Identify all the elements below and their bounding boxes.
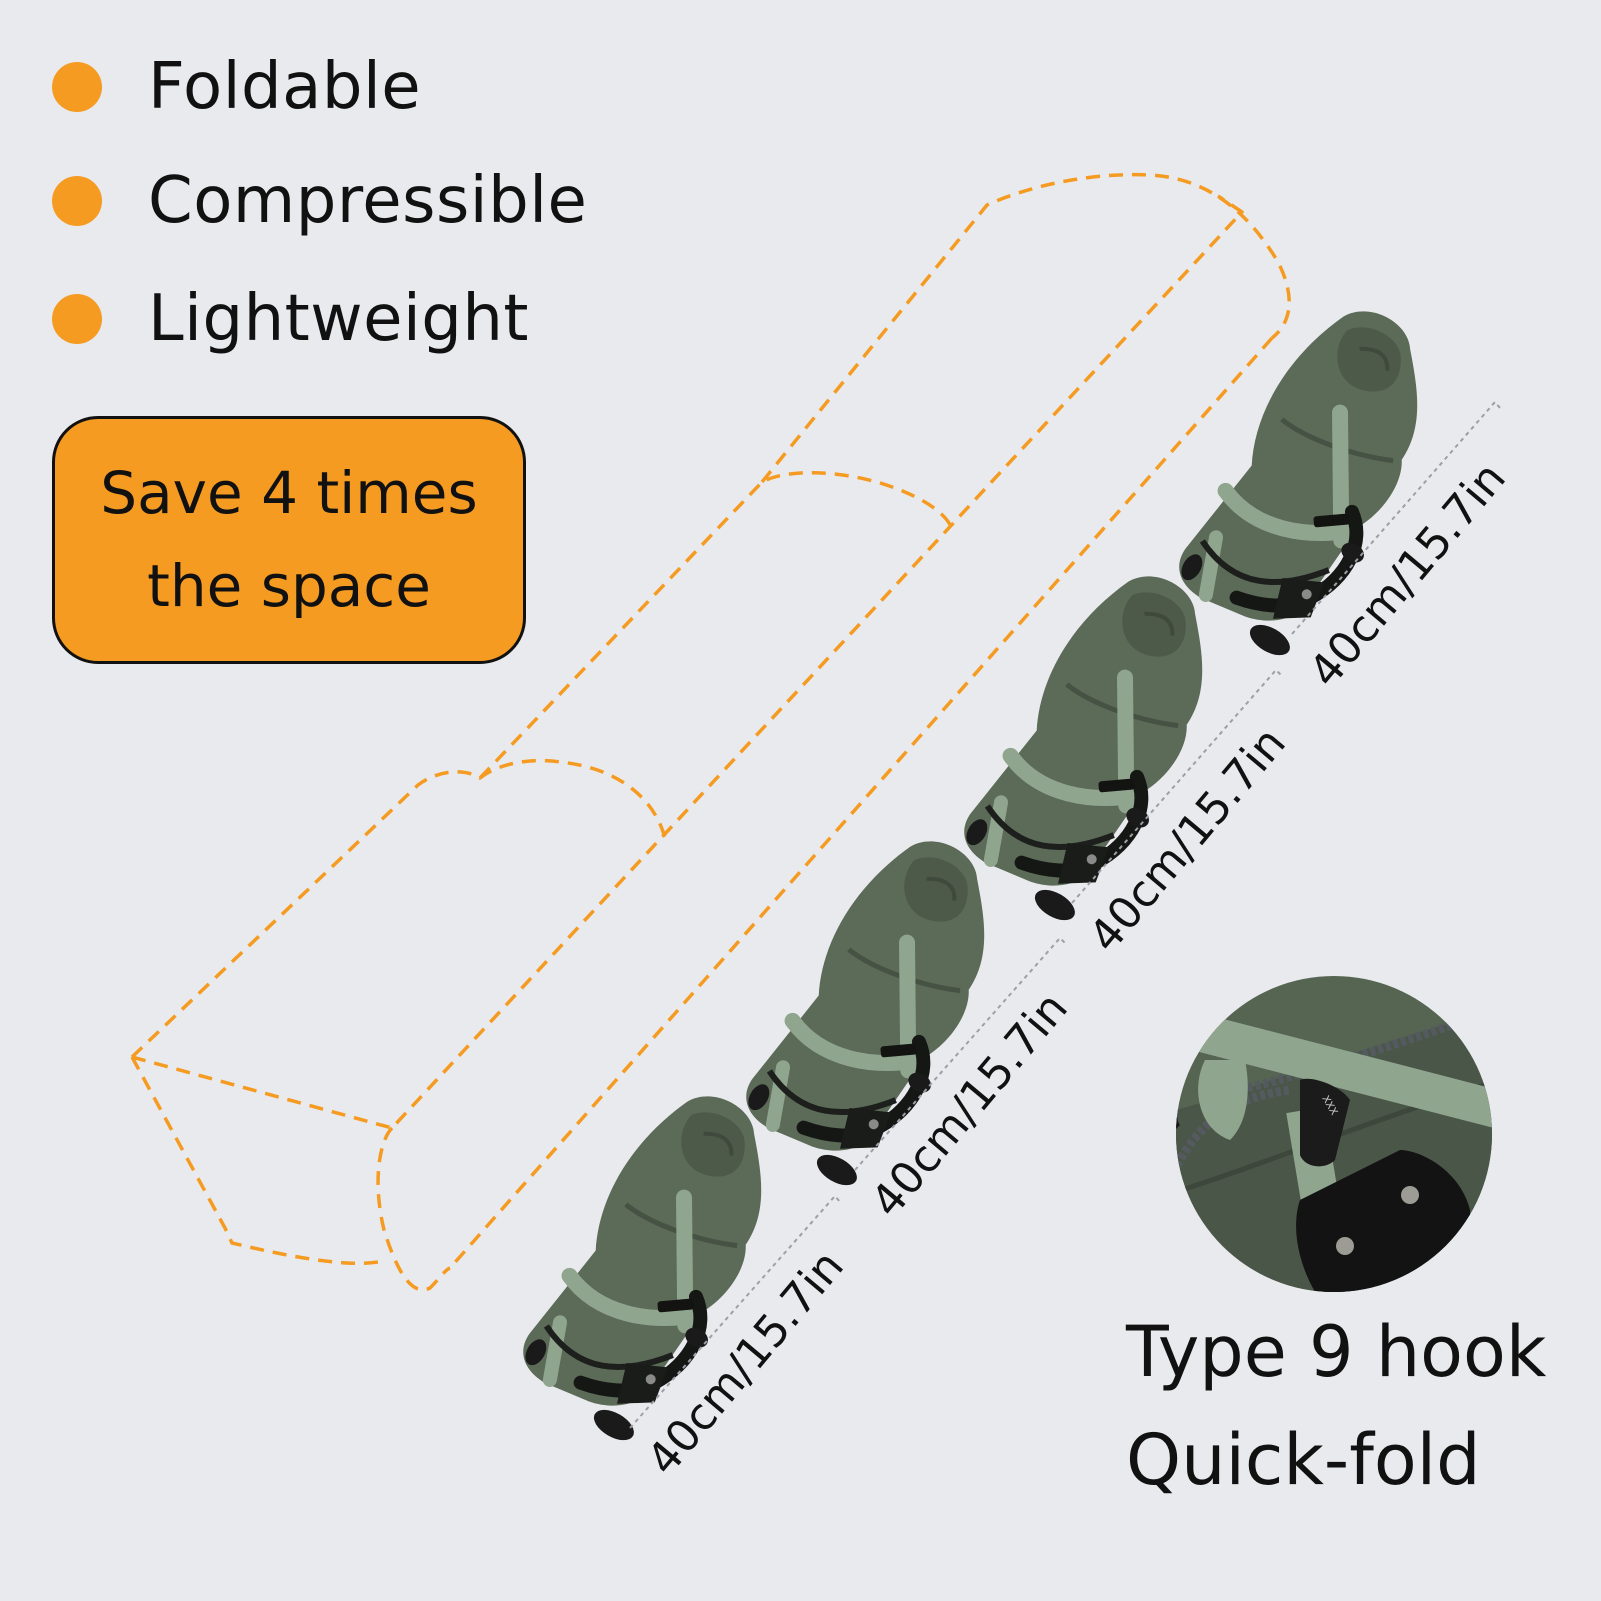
caption-line-2: Quick-fold bbox=[1126, 1419, 1481, 1501]
dimension-brackets bbox=[629, 400, 1501, 1429]
unfolded-size-outline bbox=[130, 172, 1291, 1292]
feature-label: Foldable bbox=[148, 50, 422, 124]
feature-item-compressible: Compressible bbox=[52, 164, 587, 238]
bullet-dot-icon bbox=[52, 62, 102, 112]
folded-roll-2 bbox=[727, 817, 1041, 1200]
feature-item-foldable: Foldable bbox=[52, 50, 421, 124]
badge-line-1: Save 4 times bbox=[100, 459, 478, 528]
folded-roll-4 bbox=[1160, 287, 1474, 670]
badge-line-2: the space bbox=[147, 552, 431, 620]
bullet-dot-icon bbox=[52, 176, 102, 226]
space-saving-badge: Save 4 times the space bbox=[52, 416, 526, 664]
feature-item-lightweight: Lightweight bbox=[52, 282, 529, 356]
caption-line-1: Type 9 hook bbox=[1126, 1311, 1547, 1393]
feature-label: Compressible bbox=[148, 164, 588, 238]
hook-detail-closeup: XXX bbox=[1176, 976, 1492, 1292]
bullet-dot-icon bbox=[52, 294, 102, 344]
hook-caption: Type 9 hook Quick-fold bbox=[1126, 1298, 1546, 1514]
feature-label: Lightweight bbox=[148, 282, 529, 356]
